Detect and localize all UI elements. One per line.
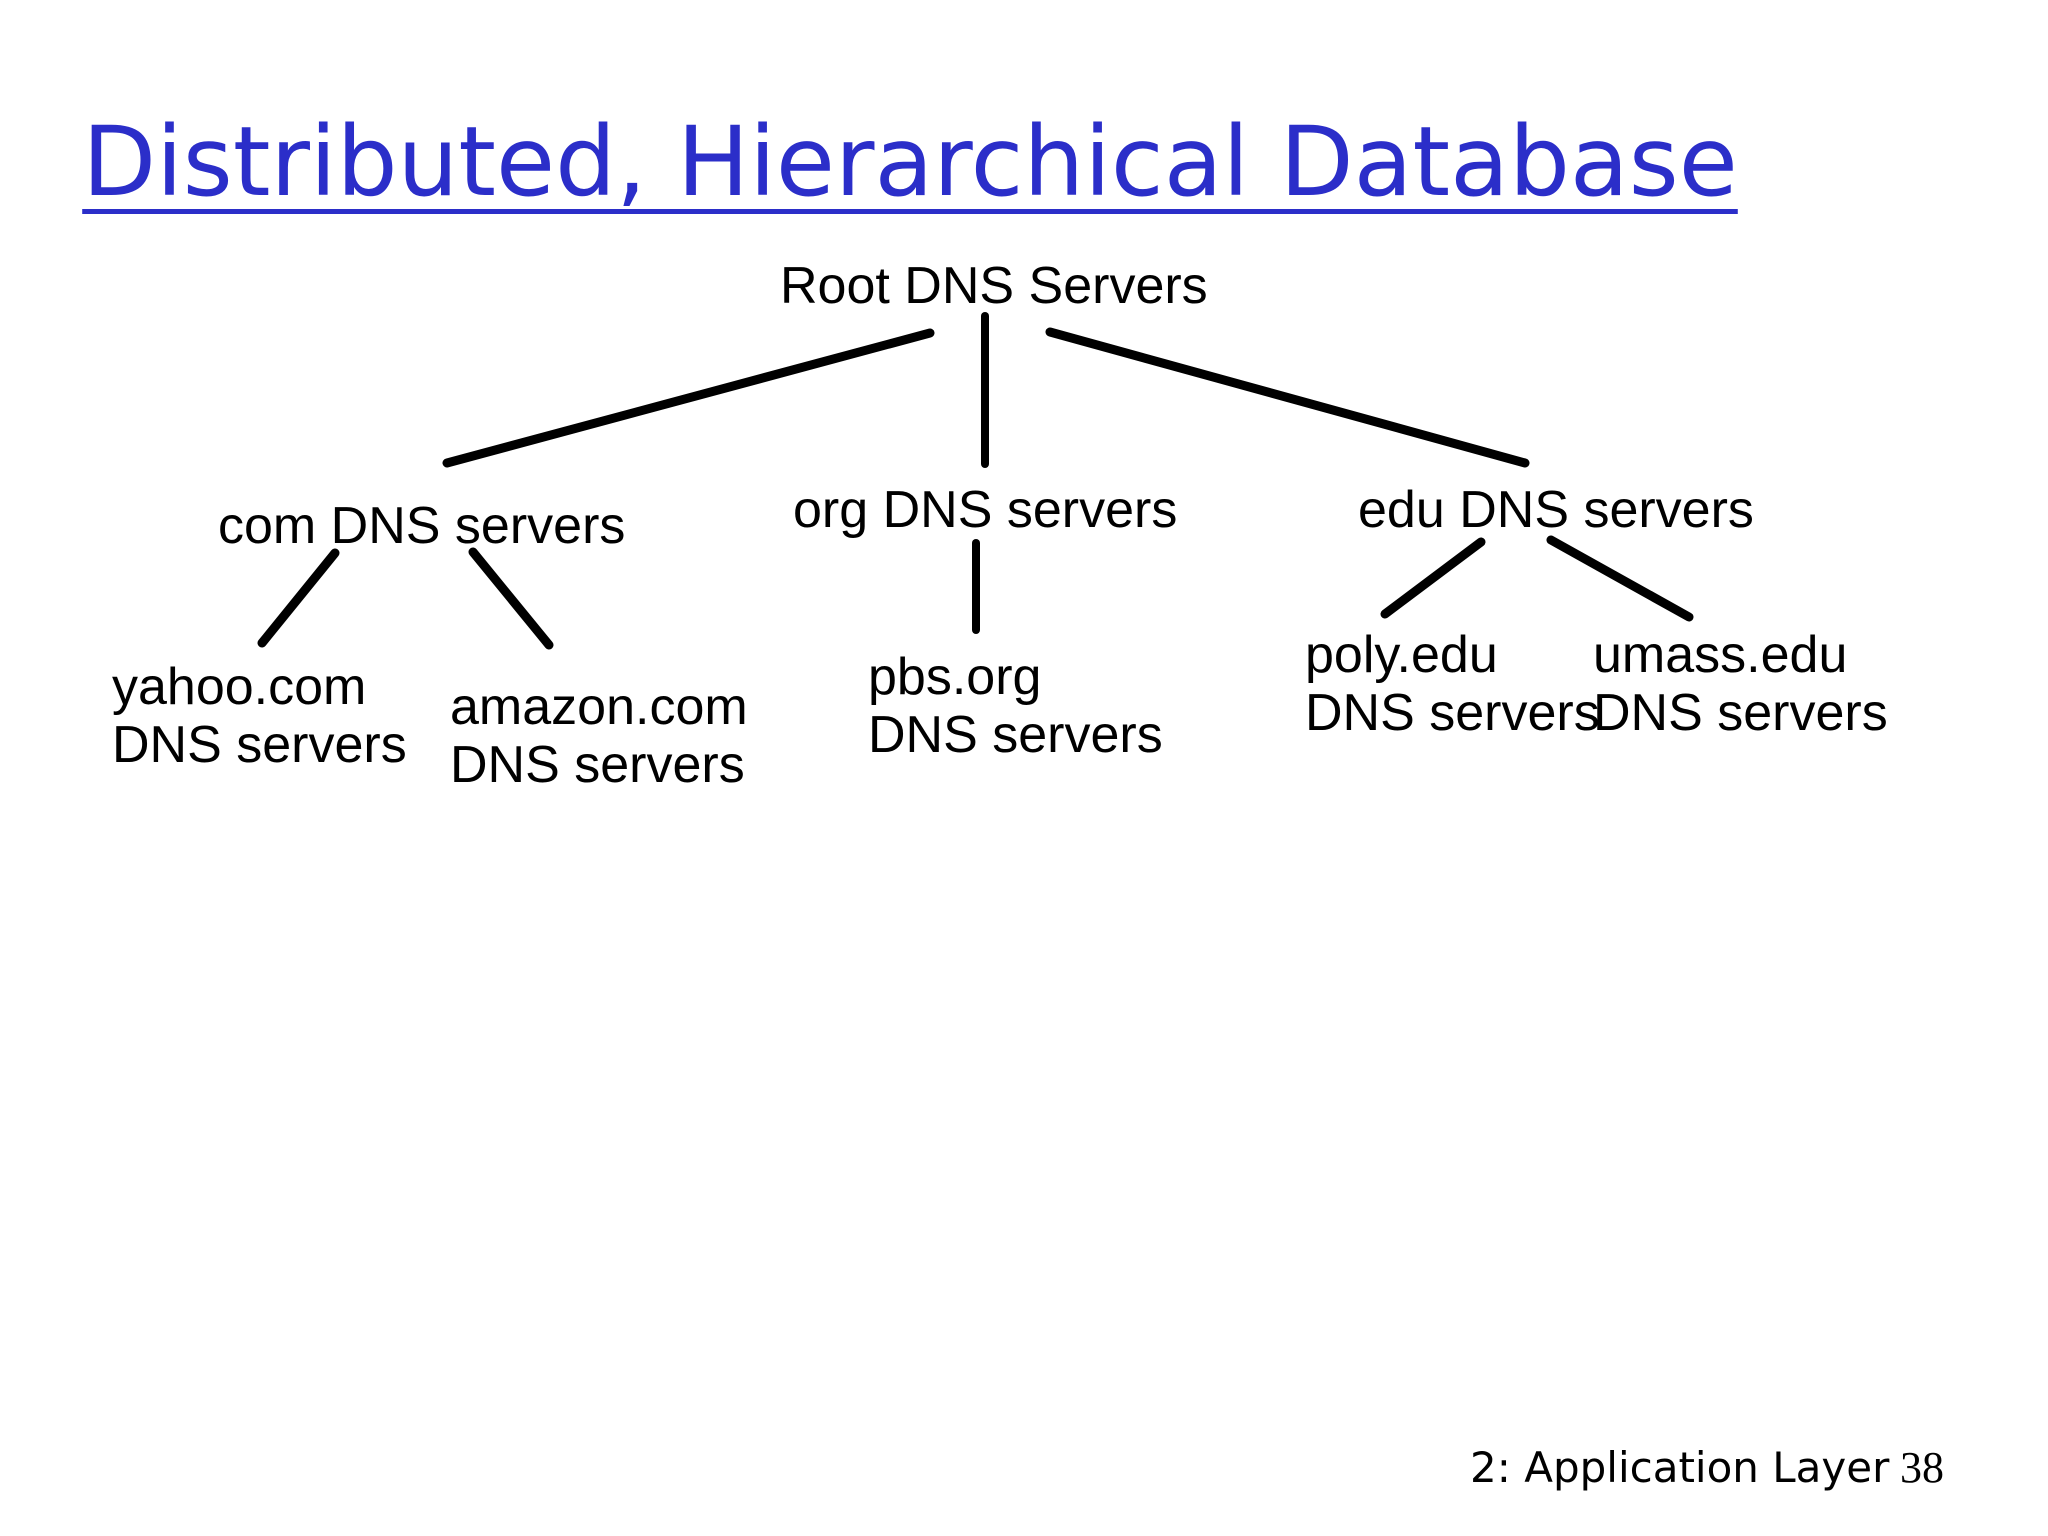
page-title: Distributed, Hierarchical Database [82,106,1738,219]
tree-node-yahoo-com-dns-servers: yahoo.com DNS servers [112,658,407,775]
footer-page-number: 38 [1900,1443,1944,1492]
tree-node-com-dns-servers: com DNS servers [218,497,626,555]
tree-node-poly-edu-dns-servers: poly.edu DNS servers [1305,626,1600,743]
tree-node-org-dns-servers: org DNS servers [793,481,1178,539]
edge-edu-umass [1546,535,1694,622]
tree-node-edu-dns-servers: edu DNS servers [1358,481,1754,539]
edge-edu-poly [1380,537,1486,619]
footer-chapter-label: 2: Application Layer [1470,1443,1890,1492]
tree-node-amazon-com-dns-servers: amazon.com DNS servers [450,678,748,795]
edge-com-yahoo [257,548,340,648]
edge-root-com [442,328,935,468]
tree-node-pbs-org-dns-servers: pbs.org DNS servers [868,648,1163,765]
edge-com-amazon [468,547,554,650]
edge-root-edu [1045,327,1530,468]
tree-node-umass-edu-dns-servers: umass.edu DNS servers [1593,626,1888,743]
tree-node-root-dns-servers: Root DNS Servers [780,257,1208,315]
